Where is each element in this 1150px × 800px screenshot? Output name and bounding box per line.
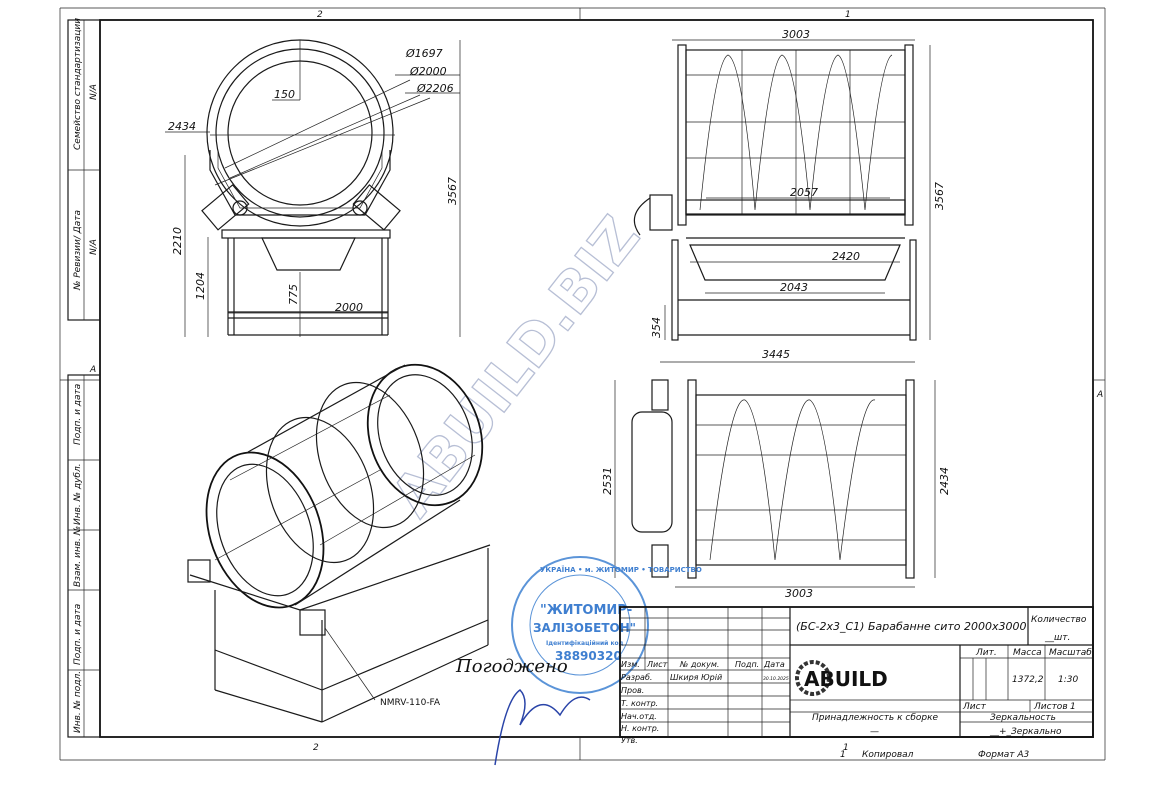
dim-2043: 2043	[780, 281, 808, 294]
zone-label: A	[1096, 390, 1103, 400]
logo-text: ABUILD	[804, 667, 888, 691]
scale-label: Масштаб	[1049, 648, 1092, 658]
mirror-label: Зеркальность	[990, 713, 1056, 723]
signature: Погоджено	[455, 656, 591, 766]
dim-d1697: Ø1697	[405, 47, 443, 60]
left-strip	[67, 19, 101, 738]
drawing-title: (БС-2х3_С1) Барабанне сито 2000х3000	[796, 620, 1026, 633]
copied-label: Копировал	[862, 750, 914, 760]
zone-label: 1	[845, 10, 851, 20]
dim-3445: 3445	[762, 348, 790, 361]
dim-2210: 2210	[171, 227, 184, 255]
signature-text: Погоджено	[455, 656, 568, 677]
dim-2434: 2434	[168, 120, 196, 133]
header-sign: Подп.	[735, 660, 759, 669]
copied-number: 1	[840, 750, 846, 760]
dim-2531: 2531	[601, 467, 614, 495]
header-doc: № докум.	[679, 660, 719, 669]
mass-label: Масса	[1013, 648, 1042, 658]
dim-3567: 3567	[446, 177, 459, 205]
dim-2000: 2000	[335, 301, 363, 314]
title-block	[619, 606, 1094, 738]
dim-3003: 3003	[782, 28, 810, 41]
strip-label: Взам. инв. №	[73, 526, 83, 587]
stamp-ring: УКРАЇНА • м. ЖИТОМИР • ТОВАРИСТВО	[540, 565, 702, 574]
dim-d2000: Ø2000	[409, 65, 447, 78]
dim-2420: 2420	[832, 250, 860, 263]
strip-label: № Ревизии/ Дата	[73, 210, 83, 291]
strip-label: Инв. № дубл.	[73, 463, 83, 525]
dim-2057: 2057	[790, 186, 818, 199]
dim-3003: 3003	[785, 587, 813, 600]
role-label: Н. контр.	[621, 724, 659, 733]
developer-date: 30.10.2025	[763, 676, 789, 682]
top-view	[614, 361, 936, 588]
iso-view	[187, 363, 491, 723]
header-date: Дата	[763, 660, 785, 669]
mirror-value: __+_Зеркально	[989, 727, 1062, 737]
sheets-value: 1	[1070, 702, 1076, 712]
dim-1204: 1204	[194, 272, 207, 300]
belongs-label: Принадлежность к сборке	[812, 713, 939, 723]
header-list: Лист	[646, 660, 668, 669]
sheets-label: Листов	[1033, 702, 1068, 712]
role-label: Разраб.	[621, 673, 652, 682]
zone-label: 2	[313, 743, 319, 753]
format-label: Формат А3	[978, 750, 1030, 760]
developer-name: Шкиря Юрій	[670, 673, 722, 682]
abuild-logo: ABUILD	[795, 660, 888, 696]
quantity-label: Количество	[1031, 615, 1087, 625]
dim-2434: 2434	[938, 467, 951, 495]
header-izm: Изм.	[621, 660, 640, 669]
strip-label: Семейство стандартизации	[73, 18, 83, 150]
zone-label: A	[89, 365, 96, 375]
strip-label: Инв. № подл.	[73, 671, 83, 733]
strip-label: Подп. и дата	[73, 604, 83, 665]
stamp-line1: "ЖИТОМИР-	[540, 603, 632, 618]
strip-value: N/A	[89, 84, 99, 100]
belongs-value: —	[870, 727, 879, 737]
motor-label: NMRV-110-FA	[380, 698, 441, 708]
strip-value: N/A	[89, 239, 99, 255]
dim-775: 775	[287, 284, 300, 305]
dim-3567: 3567	[933, 182, 946, 210]
sheet-label: Лист	[962, 702, 987, 712]
stamp-line2: ЗАЛІЗОБЕТОН"	[533, 621, 636, 635]
zone-label: 2	[317, 10, 323, 20]
strip-label: Подп. и дата	[73, 384, 83, 445]
scale-value: 1:30	[1058, 675, 1078, 685]
role-label: Т. контр.	[621, 699, 658, 708]
role-label: Нач.отд.	[621, 712, 657, 721]
role-label: Утв.	[621, 736, 638, 745]
mass-value: 1372,2	[1012, 675, 1044, 685]
quantity-value: __шт.	[1044, 633, 1070, 643]
front-view	[165, 39, 461, 337]
dim-d2206: Ø2206	[416, 82, 454, 95]
stamp-code-label: Ідентифікаційний код	[546, 640, 624, 647]
side-view	[633, 39, 931, 341]
lit-label: Лит.	[975, 648, 997, 658]
dim-354: 354	[650, 317, 663, 338]
company-stamp: УКРАЇНА • м. ЖИТОМИР • ТОВАРИСТВО "ЖИТОМ…	[511, 556, 702, 694]
dim-150: 150	[274, 88, 295, 101]
zone-label: 1	[843, 743, 849, 753]
role-label: Пров.	[621, 686, 644, 695]
stamp-code: 38890320	[555, 649, 622, 663]
